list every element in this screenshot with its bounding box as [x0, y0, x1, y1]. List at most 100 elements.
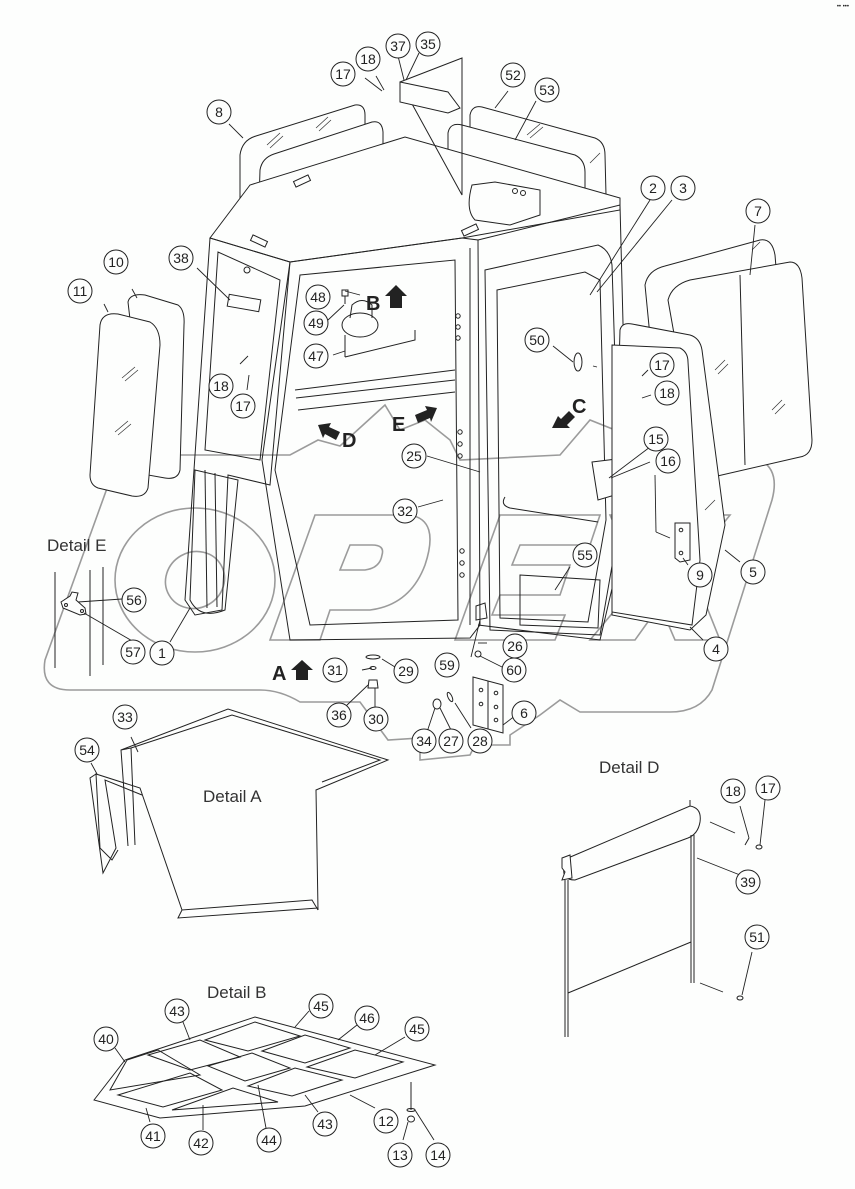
svg-text:40: 40: [98, 1031, 114, 1047]
pillar-hole: [455, 313, 461, 319]
hinge-hole: [478, 687, 484, 693]
detail-d-title: Detail D: [599, 758, 659, 777]
callouts-detail-d: 18 17 39 51: [720, 775, 781, 950]
svg-text:38: 38: [173, 250, 189, 266]
svg-text:3: 3: [679, 180, 687, 196]
callout: 12: [373, 1108, 399, 1134]
svg-text:17: 17: [335, 66, 351, 82]
glass-glint: [315, 116, 329, 129]
callout: 55: [572, 542, 598, 568]
view-arrow-b: B: [366, 285, 407, 315]
mesh-panel-45b: [305, 1049, 405, 1079]
mesh-panel-42: [171, 1087, 279, 1111]
mesh-panel-46: [260, 1034, 352, 1064]
svg-text:29: 29: [398, 663, 414, 679]
roof-slot: [292, 174, 312, 188]
callout: 37: [385, 33, 411, 59]
plug-60: [474, 650, 482, 658]
callout: 17: [649, 352, 675, 378]
callout: 49: [303, 310, 329, 336]
cab-left-window-frame: [204, 251, 281, 461]
watermark-letter-e: [453, 514, 602, 641]
svg-text:27: 27: [443, 733, 459, 749]
callout: 43: [312, 1111, 338, 1137]
callouts-detail-e: 56 57: [120, 587, 147, 665]
glass-glint: [526, 123, 541, 136]
watermark-letter-p: [268, 514, 431, 641]
glass-glint: [124, 369, 139, 382]
sunshade-bottom-bar: [567, 941, 692, 994]
label-plate-38: [226, 293, 262, 313]
svg-text:32: 32: [397, 503, 413, 519]
svg-text:15: 15: [648, 431, 664, 447]
mesh-panel-43b: [246, 1067, 344, 1097]
detail-e-bracket: [60, 591, 87, 616]
sunshade-end-cap: [561, 854, 573, 881]
side-glass-11: [89, 313, 161, 497]
washer-29: [365, 654, 381, 660]
svg-text:8: 8: [215, 104, 223, 120]
callout: 17: [330, 61, 356, 87]
detail-d: Detail D: [561, 758, 763, 1037]
mesh-panel-41: [116, 1072, 224, 1108]
svg-text:39: 39: [740, 874, 756, 890]
detail-a-title: Detail A: [203, 787, 262, 806]
callout: 13: [387, 1142, 413, 1168]
callout: 3: [670, 175, 696, 201]
callout: 1: [149, 640, 175, 666]
callout: 18: [355, 46, 381, 72]
latch-hole: [678, 527, 684, 533]
watermark-letter-o-outer: [114, 507, 276, 653]
svg-text:4: 4: [712, 641, 720, 657]
detail-b: Detail B: [93, 983, 437, 1123]
svg-text:46: 46: [359, 1010, 375, 1026]
svg-text:18: 18: [360, 51, 376, 67]
callout: 26: [502, 633, 528, 659]
svg-text:11: 11: [73, 283, 88, 299]
callout: 15: [643, 426, 669, 452]
roof-slot: [460, 223, 480, 237]
callout: 57: [120, 639, 146, 665]
svg-text:35: 35: [420, 36, 436, 52]
view-letter-c: C: [572, 396, 586, 418]
hinge-hole: [478, 701, 484, 707]
svg-text:59: 59: [439, 657, 455, 673]
vent-hole: [520, 190, 526, 196]
callout: 10: [103, 249, 129, 275]
svg-text:51: 51: [749, 929, 765, 945]
arrow-up-icon: [385, 285, 407, 308]
callout: 17: [230, 393, 256, 419]
callout: 42: [188, 1130, 214, 1156]
svg-text:2: 2: [649, 180, 657, 196]
vent-hole: [512, 188, 518, 194]
callout: 6: [511, 700, 537, 726]
glass-glint: [589, 152, 601, 164]
watermark-letter-o-inner: [164, 550, 226, 610]
hinge-hole: [493, 717, 499, 723]
callout: 44: [256, 1127, 282, 1153]
svg-text:18: 18: [659, 385, 675, 401]
svg-text:43: 43: [317, 1116, 333, 1132]
callout: 34: [411, 728, 437, 754]
door-opening-frame: [484, 244, 621, 636]
hinge-hole: [493, 690, 499, 696]
callout: 14: [425, 1142, 451, 1168]
callout: 43: [164, 998, 190, 1024]
view-arrow-c: C: [552, 396, 586, 428]
hinge-washer-27: [446, 691, 454, 703]
arrow-up-right-icon: [415, 406, 437, 423]
cab-assembly: [89, 57, 813, 734]
seal-strip-bottom: [95, 773, 319, 919]
callout: 18: [208, 373, 234, 399]
view-arrow-a: A: [272, 660, 313, 685]
svg-text:37: 37: [390, 38, 406, 54]
roof-shield-35: [399, 57, 463, 196]
frame-crossbar: [295, 379, 456, 399]
frame-crossbar: [294, 369, 456, 391]
glass-glint: [714, 359, 726, 371]
frame-hole: [243, 266, 251, 274]
svg-text:30: 30: [368, 711, 384, 727]
view-letter-e: E: [392, 414, 405, 436]
cab-left-pillar: [184, 237, 291, 616]
